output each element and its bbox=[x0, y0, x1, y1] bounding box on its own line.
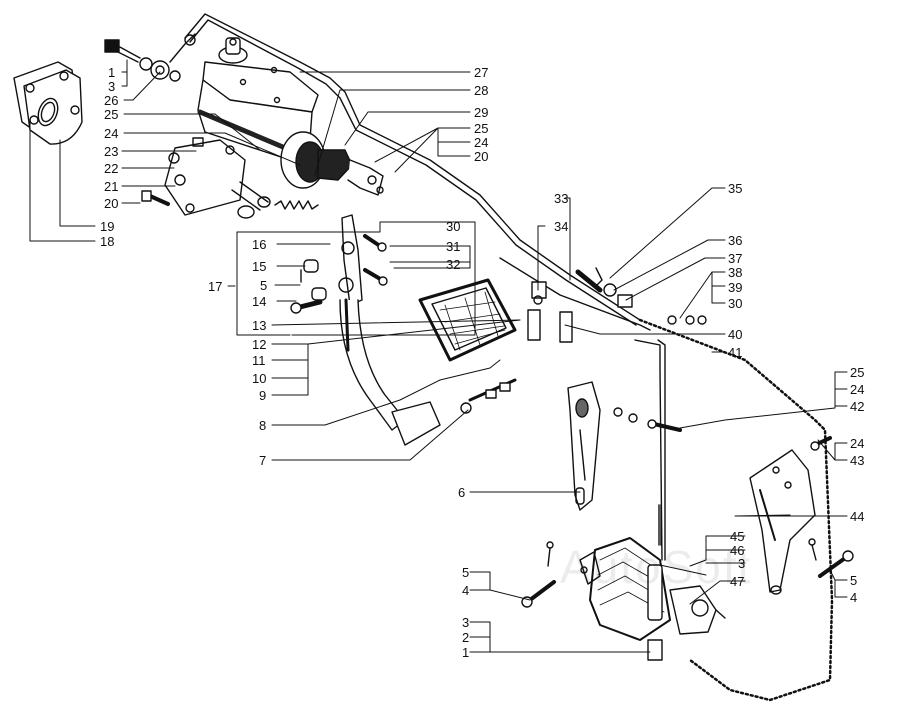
callout-5: 5 bbox=[850, 573, 858, 588]
callout-7: 7 bbox=[259, 453, 267, 468]
callout-38: 38 bbox=[728, 265, 743, 280]
callout-25: 25 bbox=[104, 107, 119, 122]
banjo-union bbox=[104, 33, 196, 82]
callout-31: 31 bbox=[446, 239, 461, 254]
callout-12: 12 bbox=[252, 337, 267, 352]
callout-6: 6 bbox=[458, 485, 466, 500]
callout-24: 24 bbox=[850, 436, 865, 451]
callout-18: 18 bbox=[100, 234, 115, 249]
watermark: AutoSoft bbox=[560, 541, 753, 593]
callout-4: 4 bbox=[462, 583, 470, 598]
callout-20: 20 bbox=[474, 149, 489, 164]
callout-25: 25 bbox=[474, 121, 489, 136]
callout-24: 24 bbox=[474, 135, 489, 150]
gasket-plate bbox=[13, 61, 83, 145]
callout-4: 4 bbox=[850, 590, 858, 605]
callout-2: 2 bbox=[462, 630, 470, 645]
callout-1: 1 bbox=[108, 65, 116, 80]
callout-47: 47 bbox=[730, 574, 745, 589]
callout-34: 34 bbox=[554, 219, 569, 234]
callout-22: 22 bbox=[104, 161, 119, 176]
callout-24: 24 bbox=[850, 382, 865, 397]
callout-3: 3 bbox=[738, 556, 746, 571]
clutch-pedal bbox=[290, 214, 441, 446]
callout-15: 15 bbox=[252, 259, 267, 274]
hose-fittings bbox=[575, 267, 707, 325]
clutch-booster bbox=[521, 504, 726, 661]
callout-9: 9 bbox=[259, 388, 267, 403]
callout-26: 26 bbox=[104, 93, 119, 108]
callout-42: 42 bbox=[850, 399, 865, 414]
leader-lines bbox=[29, 59, 848, 653]
callout-5: 5 bbox=[260, 278, 268, 293]
callout-36: 36 bbox=[728, 233, 743, 248]
callout-5: 5 bbox=[462, 565, 470, 580]
callout-21: 21 bbox=[104, 179, 119, 194]
callout-27: 27 bbox=[474, 65, 489, 80]
callout-11: 11 bbox=[252, 353, 266, 368]
callout-1: 1 bbox=[462, 645, 470, 660]
callout-35: 35 bbox=[728, 181, 743, 196]
pushrod bbox=[460, 378, 517, 414]
callout-16: 16 bbox=[252, 237, 267, 252]
callout-37: 37 bbox=[728, 251, 743, 266]
callout-13: 13 bbox=[252, 318, 267, 333]
pedal-pad bbox=[418, 278, 517, 362]
callout-33: 33 bbox=[554, 191, 569, 206]
callout-28: 28 bbox=[474, 83, 489, 98]
release-fork bbox=[567, 381, 601, 511]
callout-3: 3 bbox=[462, 615, 470, 630]
mounting-bracket bbox=[141, 137, 319, 219]
callout-39: 39 bbox=[728, 280, 743, 295]
callout-44: 44 bbox=[850, 509, 865, 524]
callout-24: 24 bbox=[104, 126, 119, 141]
callout-8: 8 bbox=[259, 418, 267, 433]
callout-14: 14 bbox=[252, 294, 267, 309]
callout-3: 3 bbox=[108, 79, 116, 94]
callout-46: 46 bbox=[730, 543, 745, 558]
tee-fitting bbox=[527, 281, 573, 343]
callout-32: 32 bbox=[446, 257, 461, 272]
callout-43: 43 bbox=[850, 453, 865, 468]
callout-17: 17 bbox=[208, 279, 223, 294]
callout-29: 29 bbox=[474, 105, 489, 120]
callout-25: 25 bbox=[850, 365, 865, 380]
callout-10: 10 bbox=[252, 371, 267, 386]
callout-20: 20 bbox=[104, 196, 119, 211]
bolt-42 bbox=[613, 407, 682, 432]
callout-23: 23 bbox=[104, 144, 119, 159]
callout-30: 30 bbox=[446, 219, 461, 234]
callout-41: 41 bbox=[728, 345, 743, 360]
callout-45: 45 bbox=[730, 529, 745, 544]
callout-40: 40 bbox=[728, 327, 743, 342]
callout-30: 30 bbox=[728, 296, 743, 311]
callout-19: 19 bbox=[100, 219, 115, 234]
